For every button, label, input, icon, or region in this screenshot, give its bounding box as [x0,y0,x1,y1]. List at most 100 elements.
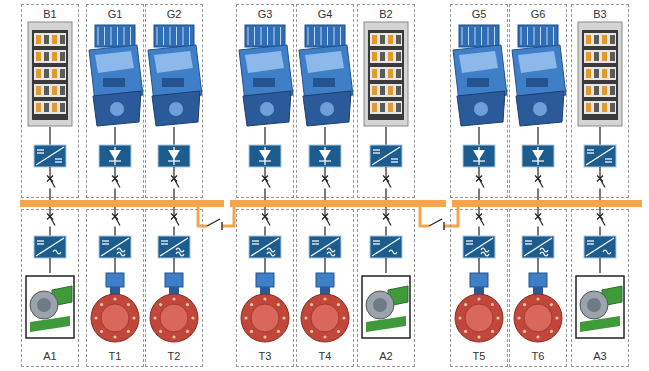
radiator-fin [340,27,341,45]
casing-bolt [277,303,280,306]
casing-bolt [550,303,553,306]
radiator [154,25,194,47]
diode-triangle [473,150,485,160]
engine-detail [313,78,335,87]
radiator-fin [521,27,522,45]
wire [478,258,479,273]
breaker-cross [535,176,541,182]
wire [537,227,538,237]
radiator-fin [117,27,118,45]
wire [264,258,265,273]
converter-diagonal [160,238,188,256]
unit-label: G4 [316,8,335,21]
battery-cell [372,35,377,44]
battery-shelf [584,101,616,114]
battery-cell [36,35,41,44]
wire [173,189,174,201]
generator-shaft [169,102,183,116]
battery-shelf [584,50,616,63]
converter-symbol [370,145,402,167]
engine-detail [526,78,548,87]
load-group: T1 [86,209,144,367]
unit-label: T1 [107,350,124,363]
dc-sign [373,243,380,244]
dc-sign [525,240,532,241]
breaker-cross [476,214,482,220]
battery-cell [602,35,607,44]
battery-cell [388,69,393,78]
dc-sign [37,243,44,244]
converter-diagonal [586,238,614,256]
wire [324,258,325,273]
casing-bolt [282,316,285,319]
casing-bolt [186,303,189,306]
motor-body [366,291,394,319]
radiator-fin [494,27,495,45]
converter-box [249,145,281,167]
casing-bolt [250,303,253,306]
converter-diagonal [36,238,64,256]
breaker-cross [171,176,177,182]
battery-cell [586,52,591,61]
generator-shaft [474,102,488,116]
breaker-symbol [597,167,605,200]
breaker-cross [262,214,268,220]
wire [173,167,174,179]
battery-cell [60,69,65,78]
wire [264,167,265,179]
battery-shelf [584,33,616,46]
radiator-fin [157,27,158,45]
load-group: T4 [296,209,354,367]
battery-shelf [370,84,402,97]
unit-label: A3 [591,350,608,363]
dc-sign [37,149,44,150]
wire [49,258,50,273]
unit-label: G6 [529,8,548,21]
generator-set [512,25,566,126]
ac-sign [176,248,184,252]
diode-bar [259,160,271,161]
casing-bolt [477,297,480,300]
dc-sign [587,149,594,150]
ac-sign [603,250,611,254]
ac-sign [267,248,275,252]
casing-bolt [310,303,313,306]
load-group: T5 [450,209,508,367]
converter-symbol [522,145,554,167]
diode-triangle [168,150,180,160]
diode-triangle [319,150,331,160]
breaker-cross [112,176,118,182]
radiator-fin [267,27,268,45]
source-group: B2 [357,4,415,198]
unit-label: B1 [41,8,58,21]
wire [385,189,386,201]
battery-cell [586,69,591,78]
converter-symbol [584,145,616,167]
motor-end [373,298,387,312]
breaker-symbol [597,207,605,236]
wire [49,189,50,201]
diode-bar [532,160,544,161]
converter-symbol [463,145,495,167]
radiator-fin [261,27,262,45]
battery-cell [396,52,401,61]
casing-bolt [100,330,103,333]
dc-sign [605,161,612,162]
dc-sign [252,243,259,244]
unit-label: G2 [165,8,184,21]
wire [324,189,325,201]
converter-box [34,145,66,167]
ac-sign [176,252,184,256]
battery-cell [60,35,65,44]
radiator [245,25,285,47]
radiator-fin [130,27,131,45]
dc-sign [391,161,398,162]
diode-bar [109,160,121,161]
breaker-cross [597,176,603,182]
radiator-fin [534,27,535,45]
converter-diagonal [524,238,552,256]
radiator-fin [475,27,476,45]
generator-block [303,91,351,126]
battery-cabinet [578,22,622,126]
